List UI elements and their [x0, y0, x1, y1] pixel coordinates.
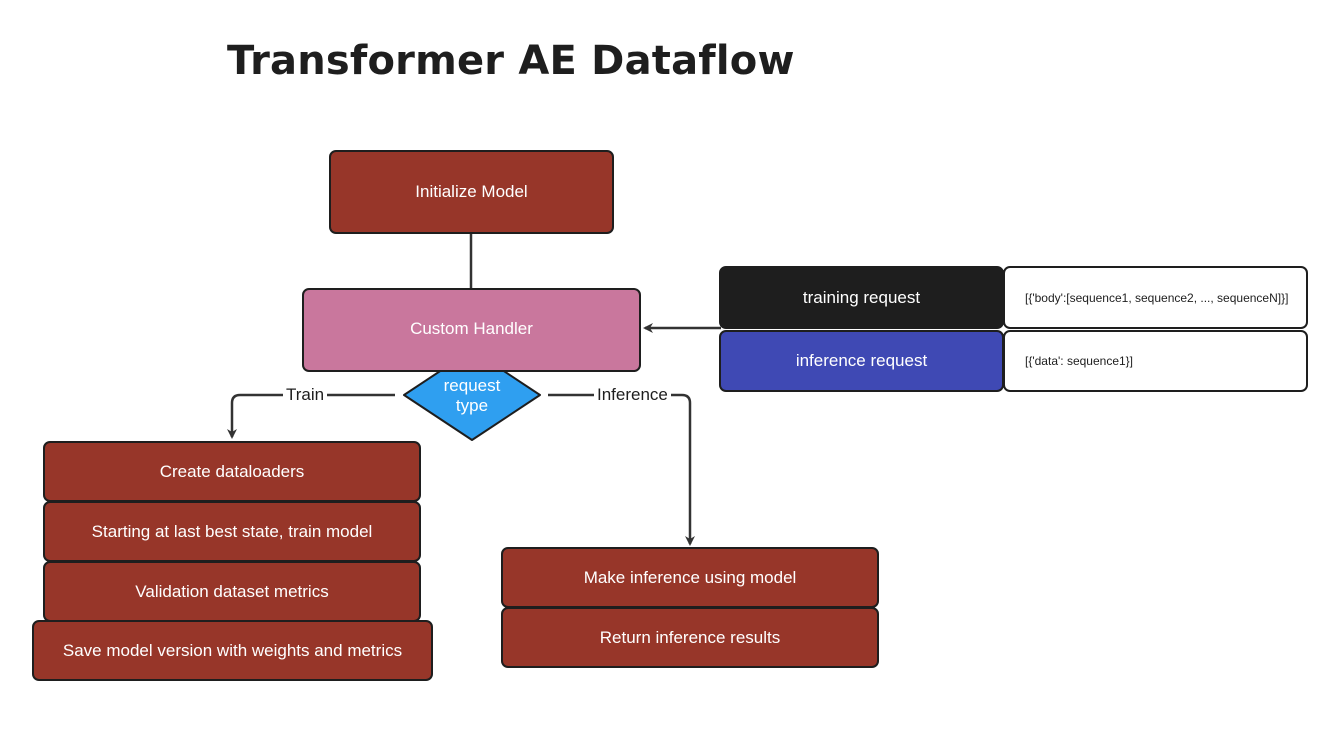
inference-step-make-inference: Make inference using model — [501, 547, 879, 608]
train-step-train-model: Starting at last best state, train model — [43, 501, 421, 562]
request-type-label: request type — [443, 376, 501, 415]
train-step-save-model: Save model version with weights and metr… — [32, 620, 433, 681]
inference-request-node: inference request — [719, 330, 1004, 392]
inference-step-return-results: Return inference results — [501, 607, 879, 668]
custom-handler-node: Custom Handler — [302, 288, 641, 372]
edge-label-train: Train — [283, 385, 328, 405]
train-step-create-dataloaders: Create dataloaders — [43, 441, 421, 502]
edge-train-branch — [227, 393, 395, 439]
request-type-diamond — [403, 349, 541, 441]
edge-label-inference: Inference — [594, 385, 671, 405]
edge-inference-branch — [548, 393, 695, 546]
training-request-node: training request — [719, 266, 1004, 329]
training-payload-box: [{'body':[sequence1, sequence2, ..., seq… — [1003, 266, 1308, 329]
train-step-validation-metrics: Validation dataset metrics — [43, 561, 421, 622]
inference-payload-box: [{'data': sequence1}] — [1003, 330, 1308, 392]
initialize-model-node: Initialize Model — [329, 150, 614, 234]
page-title: Transformer AE Dataflow — [227, 38, 795, 84]
